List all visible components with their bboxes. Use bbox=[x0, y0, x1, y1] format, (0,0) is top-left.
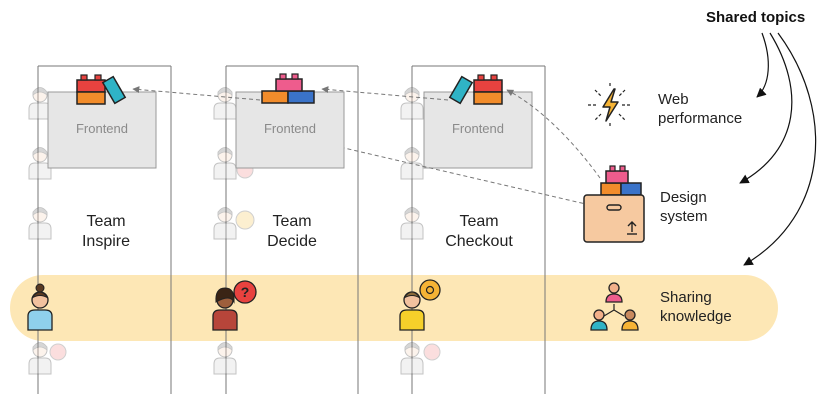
question-mark-icon: ? bbox=[233, 280, 257, 304]
team-name-line1: Team bbox=[459, 213, 499, 230]
frontend-label-decide: Frontend bbox=[263, 121, 317, 136]
person-inspire-highlighted bbox=[27, 283, 53, 331]
team-name-decide: Team Decide bbox=[237, 212, 347, 252]
frontend-label-checkout: Frontend bbox=[451, 121, 505, 136]
team-name-checkout: Team Checkout bbox=[424, 212, 534, 252]
svg-text:?: ? bbox=[241, 284, 250, 300]
topic-line2: performance bbox=[658, 110, 743, 127]
design-system-links bbox=[132, 86, 601, 206]
blocks-icon-checkout bbox=[448, 74, 503, 105]
topic-sharing-knowledge: Sharing knowledge bbox=[660, 288, 732, 326]
frontend-label-inspire: Frontend bbox=[75, 121, 129, 136]
people-network-icon bbox=[590, 282, 639, 331]
lightning-icon bbox=[588, 83, 632, 127]
gear-icon bbox=[419, 279, 441, 301]
topic-line1: Sharing bbox=[660, 289, 712, 306]
topic-web-performance: Web performance bbox=[658, 90, 742, 128]
person-decide-highlighted bbox=[212, 287, 238, 331]
team-name-line1: Team bbox=[272, 213, 312, 230]
topic-design-system: Design system bbox=[660, 188, 708, 226]
team-name-line2: Decide bbox=[267, 233, 317, 250]
topic-line2: system bbox=[660, 208, 708, 225]
topic-line1: Design bbox=[660, 189, 707, 206]
shared-topics-title: Shared topics bbox=[706, 9, 806, 26]
team-name-line2: Inspire bbox=[81, 233, 131, 250]
team-name-line2: Checkout bbox=[445, 233, 513, 250]
box-with-blocks-icon bbox=[583, 165, 645, 243]
frontend-box-decide bbox=[235, 91, 345, 169]
team-name-inspire: Team Inspire bbox=[51, 212, 161, 252]
sharing-knowledge-band bbox=[10, 275, 778, 341]
blocks-icon-decide bbox=[261, 73, 315, 104]
shared-topics-arrows bbox=[739, 32, 817, 266]
team-name-line1: Team bbox=[86, 213, 126, 230]
topic-line1: Web bbox=[658, 91, 689, 108]
person-checkout-highlighted bbox=[399, 291, 425, 331]
topic-line2: knowledge bbox=[660, 308, 732, 325]
blocks-icon-inspire bbox=[76, 74, 127, 105]
